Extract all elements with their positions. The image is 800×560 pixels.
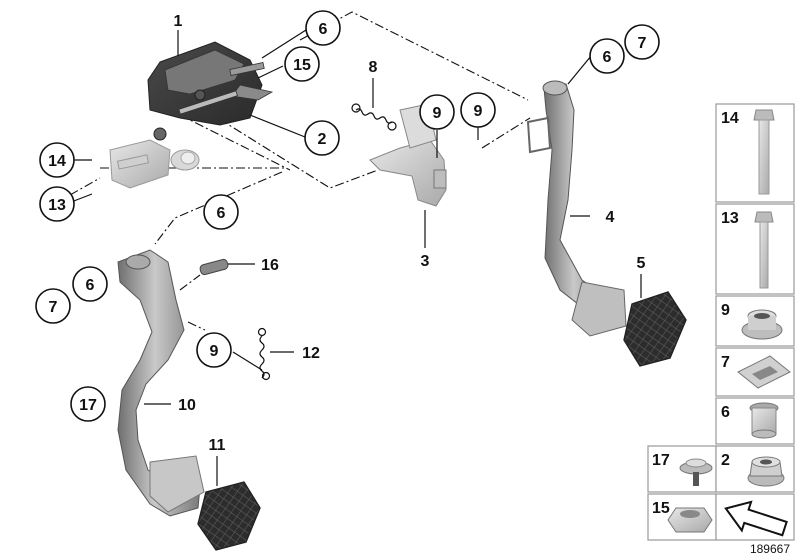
- legend-label-2: 2: [721, 452, 730, 469]
- legend-label-17: 17: [652, 452, 670, 469]
- callout-8: 8: [369, 59, 378, 76]
- brake-pedal-illustration: [526, 80, 627, 337]
- callout-6: 6: [603, 49, 612, 66]
- legend-label-9: 9: [721, 302, 730, 319]
- callout-16: 16: [261, 257, 279, 274]
- parts-legend: 14 13 9 7 6: [647, 103, 795, 556]
- sleeve-icon: [749, 402, 779, 439]
- callout-4: 4: [606, 209, 615, 226]
- callout-6: 6: [217, 205, 226, 222]
- brake-pedal-pad-illustration: [623, 291, 687, 367]
- callout-1: 1: [174, 13, 183, 30]
- callout-6: 6: [86, 277, 95, 294]
- callout-9: 9: [210, 343, 219, 360]
- drawing-number: 189667: [750, 542, 790, 556]
- pin-16-illustration: [199, 258, 229, 276]
- callout-5: 5: [637, 255, 646, 272]
- callout-6: 6: [319, 21, 328, 38]
- callout-9: 9: [474, 103, 483, 120]
- callout-13: 13: [48, 197, 66, 214]
- callout-7: 7: [49, 299, 58, 316]
- legend-label-14: 14: [721, 110, 739, 127]
- callout-11: 11: [209, 437, 226, 454]
- bushing-icon: [741, 309, 783, 340]
- callout-17: 17: [79, 397, 97, 414]
- callout-12: 12: [302, 345, 320, 362]
- legend-label-13: 13: [721, 210, 739, 227]
- spring-12-illustration: [257, 327, 271, 381]
- legend-label-15: 15: [652, 500, 670, 517]
- bolt-long-icon: [753, 109, 775, 195]
- clip-icon: [737, 355, 791, 389]
- callout-14: 14: [48, 153, 66, 170]
- callout-10: 10: [178, 397, 196, 414]
- bolt-icon: [754, 211, 774, 289]
- spring-8-illustration: [351, 103, 397, 131]
- master-cylinder-illustration: [109, 139, 200, 189]
- callout-15: 15: [293, 57, 311, 74]
- legend-label-6: 6: [721, 404, 730, 421]
- clutch-pedal-illustration: [117, 249, 205, 517]
- callout-2: 2: [318, 131, 327, 148]
- legend-label-7: 7: [721, 354, 730, 371]
- hex-nut-icon: [667, 507, 713, 533]
- flange-nut-icon: [747, 456, 785, 487]
- leader-lines: [65, 29, 642, 486]
- callout-7: 7: [638, 35, 647, 52]
- direction-arrow-icon: [724, 500, 788, 537]
- buffer-icon: [679, 458, 713, 486]
- clutch-pedal-pad-illustration: [197, 481, 261, 551]
- pedal-bracket-illustration: [147, 41, 274, 141]
- callout-9: 9: [433, 105, 442, 122]
- callouts: 1 6 15 2 8 9 9 3 6 7 4 5 14 13 6 6 7 16 …: [35, 10, 660, 454]
- callout-3: 3: [421, 253, 430, 270]
